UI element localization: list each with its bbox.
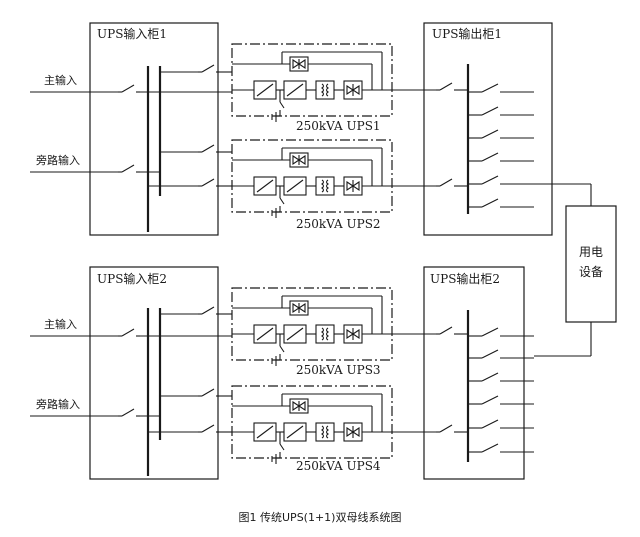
bypass-input-1-label: 旁路输入 [36,153,80,167]
ups1-label: 250kVA UPS1 [296,119,381,133]
bypass-input-2-label: 旁路输入 [36,397,80,411]
ups4-label: 250kVA UPS4 [296,459,381,473]
input-cabinet-1: UPS输入柜1 [89,22,219,236]
output-cabinet-1-label: UPS输出柜1 [432,26,502,41]
load-label-line2: 设备 [579,265,603,279]
output-cabinet-1: UPS输出柜1 [423,22,553,236]
output-cabinet-2-label: UPS输出柜2 [430,271,500,286]
output-cabinet-2: UPS输出柜2 [423,266,525,480]
load-label-line1: 用电 [579,245,603,259]
main-input-1-label: 主输入 [44,73,77,87]
main-input-2-label: 主输入 [44,317,77,331]
ups2-label: 250kVA UPS2 [296,217,381,231]
input-cabinet-2-label: UPS输入柜2 [97,271,167,286]
ups1-module [231,43,393,123]
ups4-module [231,385,393,465]
ups3-module [231,287,393,367]
input-cabinet-2: UPS输入柜2 [89,266,219,480]
ups3-label: 250kVA UPS3 [296,363,381,377]
figure-caption: 图1 传统UPS(1+1)双母线系统图 [239,510,402,524]
load-equipment: 用电 设备 [565,205,617,323]
ups2-module [231,139,393,219]
input-cabinet-1-label: UPS输入柜1 [97,26,167,41]
